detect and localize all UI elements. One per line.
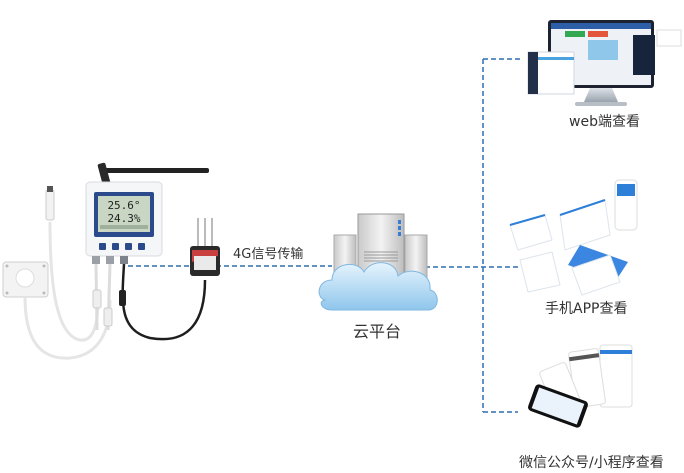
soil-moisture-probe	[190, 218, 220, 276]
lcd-temperature: 25.6°	[107, 199, 140, 212]
sensor-device-cluster: 25.6° 24.3%	[2, 162, 220, 360]
device-button	[125, 243, 132, 250]
antenna-icon	[97, 162, 209, 186]
device-button	[99, 243, 106, 250]
mobile-app-graphic	[509, 179, 638, 296]
transmission-label: 4G信号传输	[233, 247, 304, 262]
device-button	[138, 243, 145, 250]
device-button	[112, 243, 119, 250]
endpoint-label-app: 手机APP查看	[545, 301, 628, 317]
connector-lines	[128, 58, 520, 413]
cloud-platform-label: 云平台	[353, 322, 402, 341]
lcd-humidity: 24.3%	[107, 212, 140, 225]
web-monitor-graphic	[527, 20, 682, 106]
wechat-miniprogram-graphic	[528, 344, 633, 428]
cloud-icon	[318, 262, 438, 311]
cloud-platform-graphic	[318, 213, 438, 311]
endpoint-label-web: web端查看	[569, 114, 640, 130]
data-logger-device: 25.6° 24.3%	[85, 181, 163, 264]
endpoint-label-wechat: 微信公众号/小程序查看	[519, 455, 664, 471]
